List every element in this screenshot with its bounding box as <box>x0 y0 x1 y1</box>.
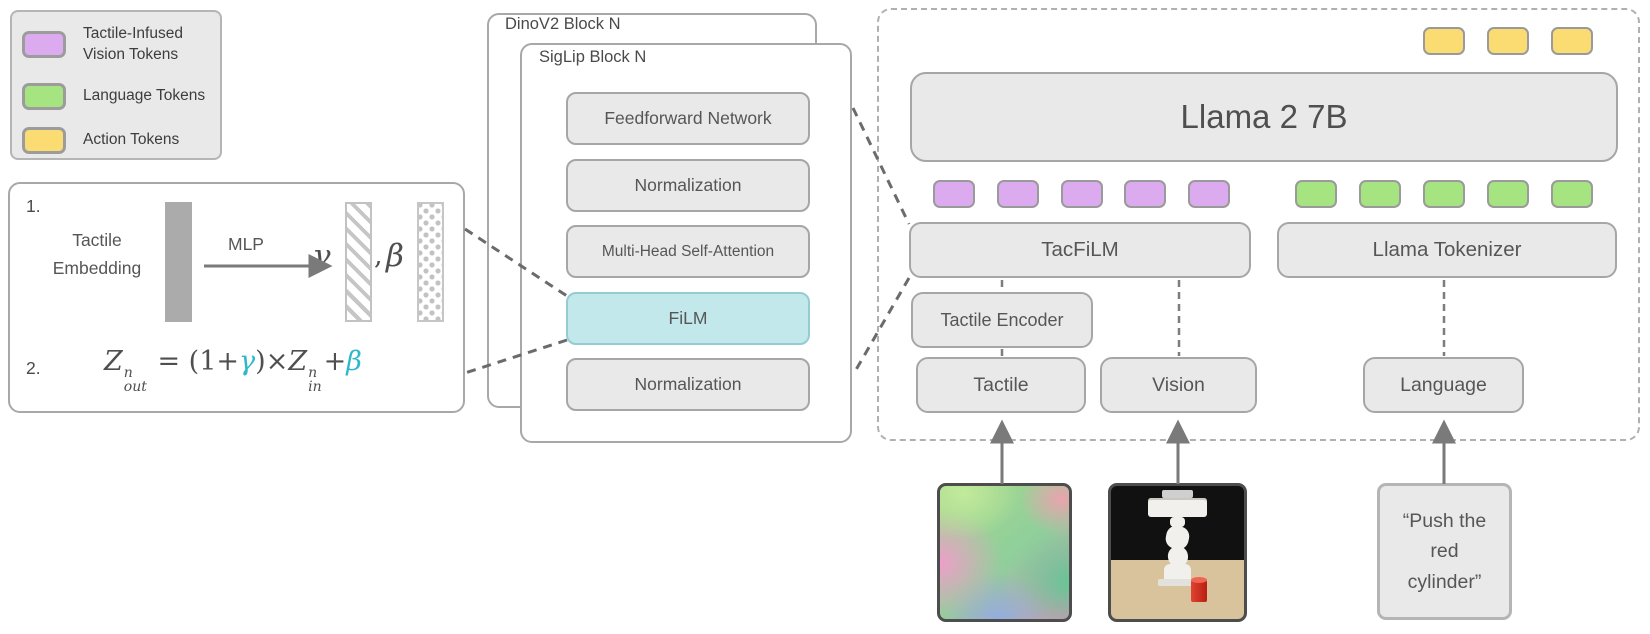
film-explainer-card <box>8 182 465 413</box>
legend-row-language-tokens: Language Tokens <box>22 82 208 110</box>
llama-2-7b-box: Llama 2 7B <box>910 72 1618 162</box>
formula-beta: β <box>346 346 362 377</box>
action-token-swatch <box>22 126 66 154</box>
legend-row-action-tokens: Action Tokens <box>22 126 208 154</box>
formula-mid2: )× <box>255 346 289 377</box>
step-2-label: 2. <box>26 358 41 378</box>
vision-token <box>1124 180 1167 208</box>
formula-z-in: Z <box>288 346 308 377</box>
formula-sub-out: out <box>123 379 147 396</box>
siglip-block-title: SigLip Block N <box>539 48 647 66</box>
formula-plus: + <box>323 346 347 377</box>
layer-self-attention: Multi-Head Self-Attention <box>566 225 810 278</box>
tactile-embedding-bar <box>165 202 192 322</box>
language-token-swatch <box>22 82 66 110</box>
action-token <box>1551 27 1593 55</box>
vision-token <box>1188 180 1230 208</box>
tactile-embedding-label: Tactile Embedding <box>52 230 142 278</box>
tactile-input-box: Tactile <box>916 357 1086 413</box>
prompt-line-2: red <box>1430 540 1459 563</box>
language-token <box>1487 180 1529 208</box>
llama-tokenizer-box: Llama Tokenizer <box>1277 222 1617 278</box>
robot-mount <box>1161 489 1194 498</box>
gamma-symbol: γ <box>312 238 331 274</box>
language-token-row <box>1295 180 1593 208</box>
tactile-encoder-box: Tactile Encoder <box>911 292 1093 348</box>
prompt-line-3: cylinder” <box>1407 570 1482 593</box>
robot-gripper <box>1148 497 1207 517</box>
beta-bar <box>417 202 444 322</box>
beta-symbol: β <box>386 238 404 274</box>
formula-mid1: = (1+ <box>148 346 240 377</box>
language-input-box: Language <box>1363 357 1524 413</box>
language-token <box>1295 180 1337 208</box>
prompt-line-1: “Push the <box>1402 510 1487 533</box>
layer-normalization-bottom: Normalization <box>566 358 810 411</box>
dinov2-block-title: DinoV2 Block N <box>505 15 621 33</box>
layer-normalization-top: Normalization <box>566 159 810 212</box>
legend-label-language-tokens: Language Tokens <box>83 86 206 104</box>
formula-z-out: Z <box>104 346 123 377</box>
vision-token-row <box>933 180 1230 208</box>
language-prompt-box: “Push the red cylinder” <box>1377 483 1512 620</box>
vision-token-swatch <box>22 31 66 59</box>
language-token <box>1423 180 1465 208</box>
comma-separator: , <box>374 240 383 271</box>
vision-token <box>1060 180 1103 208</box>
tacfilm-box: TacFiLM <box>909 222 1251 278</box>
layer-film: FiLM <box>566 292 810 345</box>
robot-foot <box>1157 579 1198 586</box>
action-token <box>1423 27 1465 55</box>
step-1-label: 1. <box>26 196 41 216</box>
layer-feedforward: Feedforward Network <box>566 92 810 145</box>
language-token <box>1551 180 1593 208</box>
vision-camera-image <box>1108 483 1247 622</box>
tactile-sensor-image <box>937 483 1072 622</box>
formula-sub-in: in <box>308 379 322 396</box>
language-token <box>1359 180 1401 208</box>
legend: Tactile-Infused Vision Tokens Language T… <box>10 10 222 160</box>
robot-arm <box>1111 486 1244 619</box>
formula-sup-in: n <box>308 365 318 382</box>
gamma-bar <box>345 202 372 322</box>
legend-label-action-tokens: Action Tokens <box>83 130 180 148</box>
formula-gamma: γ <box>239 346 256 377</box>
vision-token <box>996 180 1039 208</box>
legend-label-vision-tokens: Tactile-Infused Vision Tokens <box>83 25 183 63</box>
legend-row-vision-tokens: Tactile-Infused Vision Tokens <box>22 24 208 66</box>
robot-base <box>1164 564 1191 582</box>
vision-input-box: Vision <box>1100 357 1257 413</box>
action-token-row <box>1423 27 1593 55</box>
robot-wrist <box>1169 516 1186 528</box>
vision-token <box>933 180 975 208</box>
action-token <box>1487 27 1529 55</box>
red-cylinder <box>1190 577 1207 602</box>
mlp-label: MLP <box>228 234 264 254</box>
formula-sup-out: n <box>123 365 133 382</box>
